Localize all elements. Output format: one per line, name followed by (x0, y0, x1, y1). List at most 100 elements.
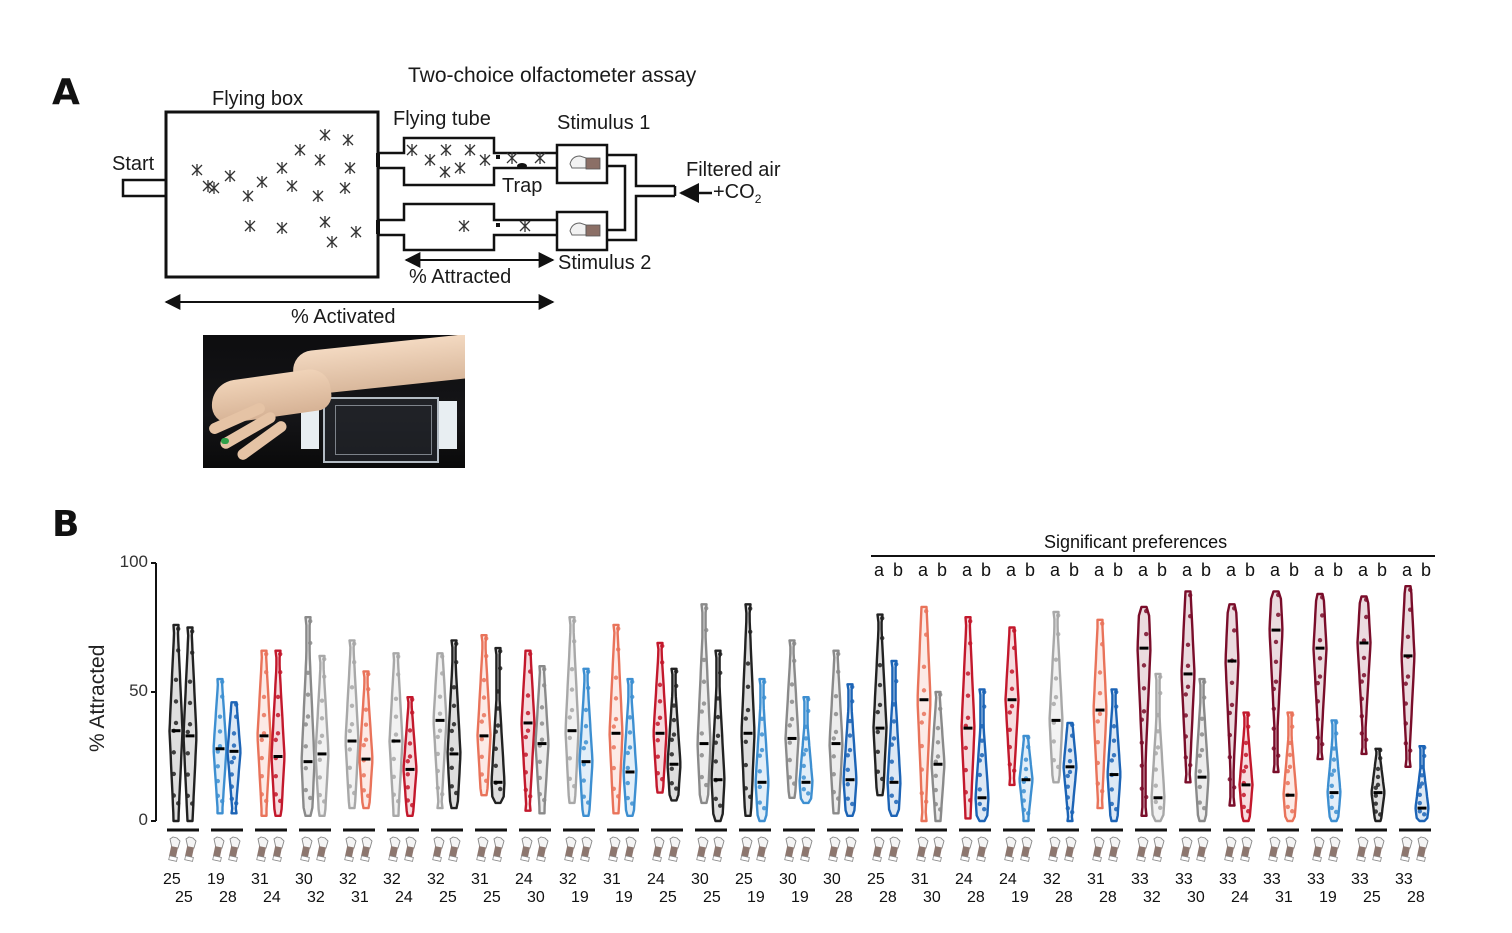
data-point (1417, 784, 1423, 789)
data-point (935, 754, 941, 759)
data-point (176, 626, 181, 632)
data-point (479, 719, 484, 724)
data-point (405, 785, 410, 790)
data-point (919, 720, 924, 725)
glove-icon (1268, 836, 1281, 862)
pair-label-b: 19 (1011, 889, 1029, 906)
data-point (965, 715, 971, 720)
glove-icon (448, 836, 461, 862)
glove-icon (492, 836, 505, 862)
data-point (215, 793, 220, 799)
data-point (704, 627, 709, 633)
data-point (889, 776, 894, 781)
tube-entry (376, 153, 380, 167)
data-point (1315, 680, 1321, 686)
data-point (319, 733, 325, 739)
data-point (699, 753, 704, 758)
violin (402, 696, 418, 817)
data-point (1007, 727, 1012, 732)
data-point (877, 682, 883, 688)
glove-icon (316, 836, 329, 862)
data-point (1243, 764, 1249, 770)
data-point (586, 685, 591, 691)
data-point (498, 786, 503, 792)
data-point (875, 769, 880, 774)
violin (300, 616, 316, 817)
data-point (1246, 724, 1251, 729)
data-point (1331, 768, 1337, 773)
data-point (625, 780, 630, 786)
data-point (1007, 710, 1012, 715)
data-point (977, 787, 982, 792)
data-point (1227, 710, 1233, 716)
data-point (317, 757, 322, 763)
data-point (303, 787, 308, 793)
data-point (1197, 784, 1203, 790)
flying-tube-lower (378, 202, 557, 252)
violin (1194, 677, 1210, 823)
data-point (347, 765, 352, 771)
pair-label-b: 31 (351, 889, 369, 906)
violin (930, 690, 946, 823)
data-point (933, 787, 938, 793)
data-point (1067, 769, 1073, 775)
pair-label-a: 32 (383, 871, 401, 888)
data-point (1287, 752, 1293, 758)
data-point (611, 724, 616, 729)
data-point (979, 738, 985, 743)
data-point (748, 606, 753, 611)
data-point (1065, 795, 1071, 800)
start-label: Start (112, 153, 155, 175)
data-point (393, 714, 399, 719)
data-point (1317, 674, 1323, 679)
data-point (454, 660, 459, 665)
glove-icon (872, 836, 885, 862)
pair-label-a: 31 (471, 871, 489, 888)
trapped-mosquito (517, 163, 527, 169)
y-tick-label: 100 (119, 552, 148, 571)
glove-icon (272, 836, 285, 862)
pair-label-a: 33 (1307, 871, 1325, 888)
significance-letters: a b (1094, 560, 1126, 580)
data-point (495, 706, 501, 711)
pair-label-b: 25 (439, 889, 457, 906)
mosquito-icon (440, 144, 452, 156)
data-point (1232, 606, 1237, 611)
data-point (699, 774, 704, 780)
glove-icon (1400, 836, 1413, 862)
mosquito-icon (339, 182, 351, 194)
data-point (801, 775, 806, 780)
pair-label-a: 30 (779, 871, 797, 888)
data-point (979, 724, 985, 729)
data-point (968, 798, 973, 803)
pair-label-b: 28 (1099, 889, 1117, 906)
data-point (1023, 757, 1029, 762)
pair-label-a: 33 (1395, 871, 1413, 888)
data-point (757, 800, 762, 805)
data-point (1373, 801, 1379, 806)
data-point (924, 799, 929, 804)
data-point (919, 767, 924, 772)
data-point (1315, 699, 1321, 704)
glove-icon (404, 836, 417, 862)
violin (182, 626, 198, 823)
pair-label-a: 33 (1351, 871, 1369, 888)
data-point (407, 741, 413, 746)
data-point (479, 754, 484, 760)
data-point (789, 699, 795, 704)
data-point (1422, 745, 1427, 750)
glove-icon (1312, 836, 1325, 862)
data-point (319, 698, 325, 703)
data-point (933, 773, 938, 779)
stimulus-1-label: Stimulus 1 (557, 112, 651, 134)
glove-icon (1180, 836, 1193, 862)
data-point (1009, 686, 1015, 692)
data-point (523, 770, 528, 775)
mosquito-icon (314, 154, 326, 166)
glove-icon (360, 836, 373, 862)
data-point (1051, 757, 1057, 763)
glove-icon (756, 836, 769, 862)
data-point (1155, 729, 1161, 734)
violin (270, 649, 286, 817)
data-point (1317, 637, 1323, 643)
